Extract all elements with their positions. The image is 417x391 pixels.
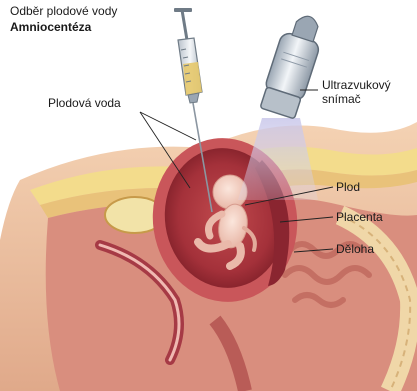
title-line2: Amniocentéza: [10, 20, 91, 34]
label-uterus: Děloha: [336, 242, 374, 256]
label-placenta: Placenta: [336, 210, 383, 224]
label-fetus: Plod: [336, 180, 360, 194]
ultrasound-probe: [258, 10, 328, 119]
title-line1: Odběr plodové vody: [10, 4, 117, 18]
label-probe: Ultrazvukový snímač: [322, 78, 391, 106]
label-amniotic-fluid: Plodová voda: [48, 96, 121, 110]
